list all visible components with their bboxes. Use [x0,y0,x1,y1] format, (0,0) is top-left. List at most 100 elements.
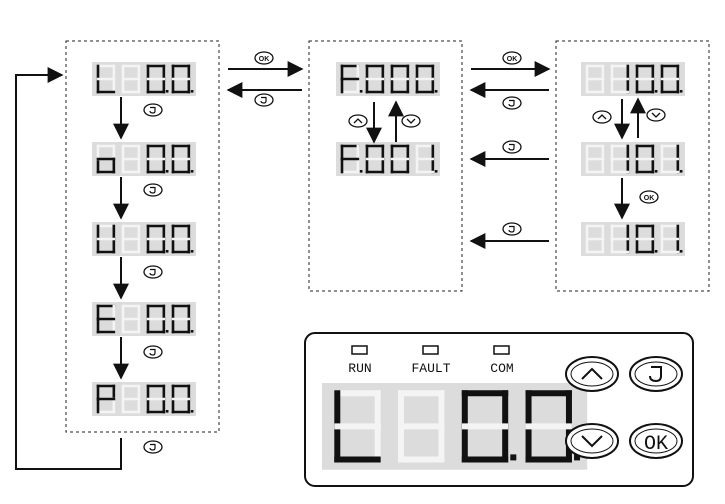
decimal-point [359,90,363,93]
digit-segments [415,64,435,94]
menu-group-box [65,40,220,433]
display-parameter-value-100 [581,62,685,96]
display-error-menu [92,302,196,336]
digit-segments [334,390,381,463]
digit-segments [390,64,410,94]
digit-segments [96,64,116,94]
digit-segments [660,64,680,94]
return-key-icon [502,140,522,154]
digit-segments [171,384,191,414]
display-monitor-menu [92,62,196,96]
decimal-point [165,170,169,173]
decimal-point [165,90,169,93]
digit-segments [146,64,166,94]
digit-segments [121,144,141,174]
decimal-point [165,250,169,253]
digit-segments [171,64,191,94]
decimal-point [574,454,581,461]
digit-segments [585,224,605,254]
down-key[interactable] [565,423,619,459]
ok-key-label: OK [507,56,518,63]
led-com [493,345,510,355]
decimal-point [190,250,194,253]
digit-segments [390,144,410,174]
decimal-point [679,250,683,253]
up-key-icon [592,110,612,124]
digit-segments [146,144,166,174]
decimal-point [190,330,194,333]
return-key-icon [143,103,163,117]
led-run [351,345,368,355]
digit-segments [121,384,141,414]
return-key-icon [254,93,274,107]
up-icon [581,367,603,380]
digit-segments [635,224,655,254]
digit-segments [365,144,385,174]
up-key-icon [348,114,368,128]
decimal-point [654,170,658,173]
ok-key-label: OK [644,195,655,202]
digit-segments [96,384,116,414]
digit-segments [171,144,191,174]
digit-segments [635,144,655,174]
display-parameter-value-101 [581,142,685,176]
led-label-run: RUN [348,361,371,376]
decimal-point [654,250,658,253]
digit-segments [171,304,191,334]
decimal-point [510,454,517,461]
decimal-point [165,330,169,333]
decimal-point [679,90,683,93]
ok-key-icon: OK [639,190,659,204]
digit-segments [146,384,166,414]
display-output-menu [92,142,196,176]
digit-segments [398,390,445,463]
down-key-icon [401,114,421,128]
decimal-point [434,90,438,93]
digit-segments [121,64,141,94]
digit-segments [96,304,116,334]
decimal-point [190,410,194,413]
ok-key-icon: OK [254,51,274,65]
ok-label: OK [644,433,668,456]
digit-segments [610,144,630,174]
digit-segments [171,224,191,254]
digit-segments [340,144,360,174]
parameter-group-box [308,40,463,292]
down-icon [581,435,603,448]
decimal-point [190,90,194,93]
digit-segments [96,224,116,254]
digit-segments [461,390,509,463]
decimal-point [165,410,169,413]
digit-segments [340,64,360,94]
decimal-point [190,170,194,173]
parameter-value-box [555,40,710,292]
digit-segments [121,224,141,254]
decimal-point [679,170,683,173]
return-key-icon [502,96,522,110]
ok-key[interactable]: OK [629,423,683,459]
up-key[interactable] [565,356,619,392]
return-key-icon [143,345,163,359]
digit-segments [585,64,605,94]
led-fault [422,345,439,355]
digit-segments [660,224,680,254]
decimal-point [654,90,658,93]
led-label-com: COM [490,361,513,376]
digit-segments [635,64,655,94]
display-user-menu [92,222,196,256]
decimal-point [359,170,363,173]
display-parameter-group-f000 [336,62,440,96]
down-key-icon [646,108,666,122]
display-parameter-group-f001 [336,142,440,176]
digit-segments [365,64,385,94]
return-key-icon [143,183,163,197]
digit-segments [146,304,166,334]
display-parameter-value-saved [581,222,685,256]
ok-key-label: OK [259,56,270,63]
digit-segments [585,144,605,174]
digit-segments [610,224,630,254]
return-key[interactable] [629,356,683,392]
digit-segments [146,224,166,254]
digit-segments [610,64,630,94]
